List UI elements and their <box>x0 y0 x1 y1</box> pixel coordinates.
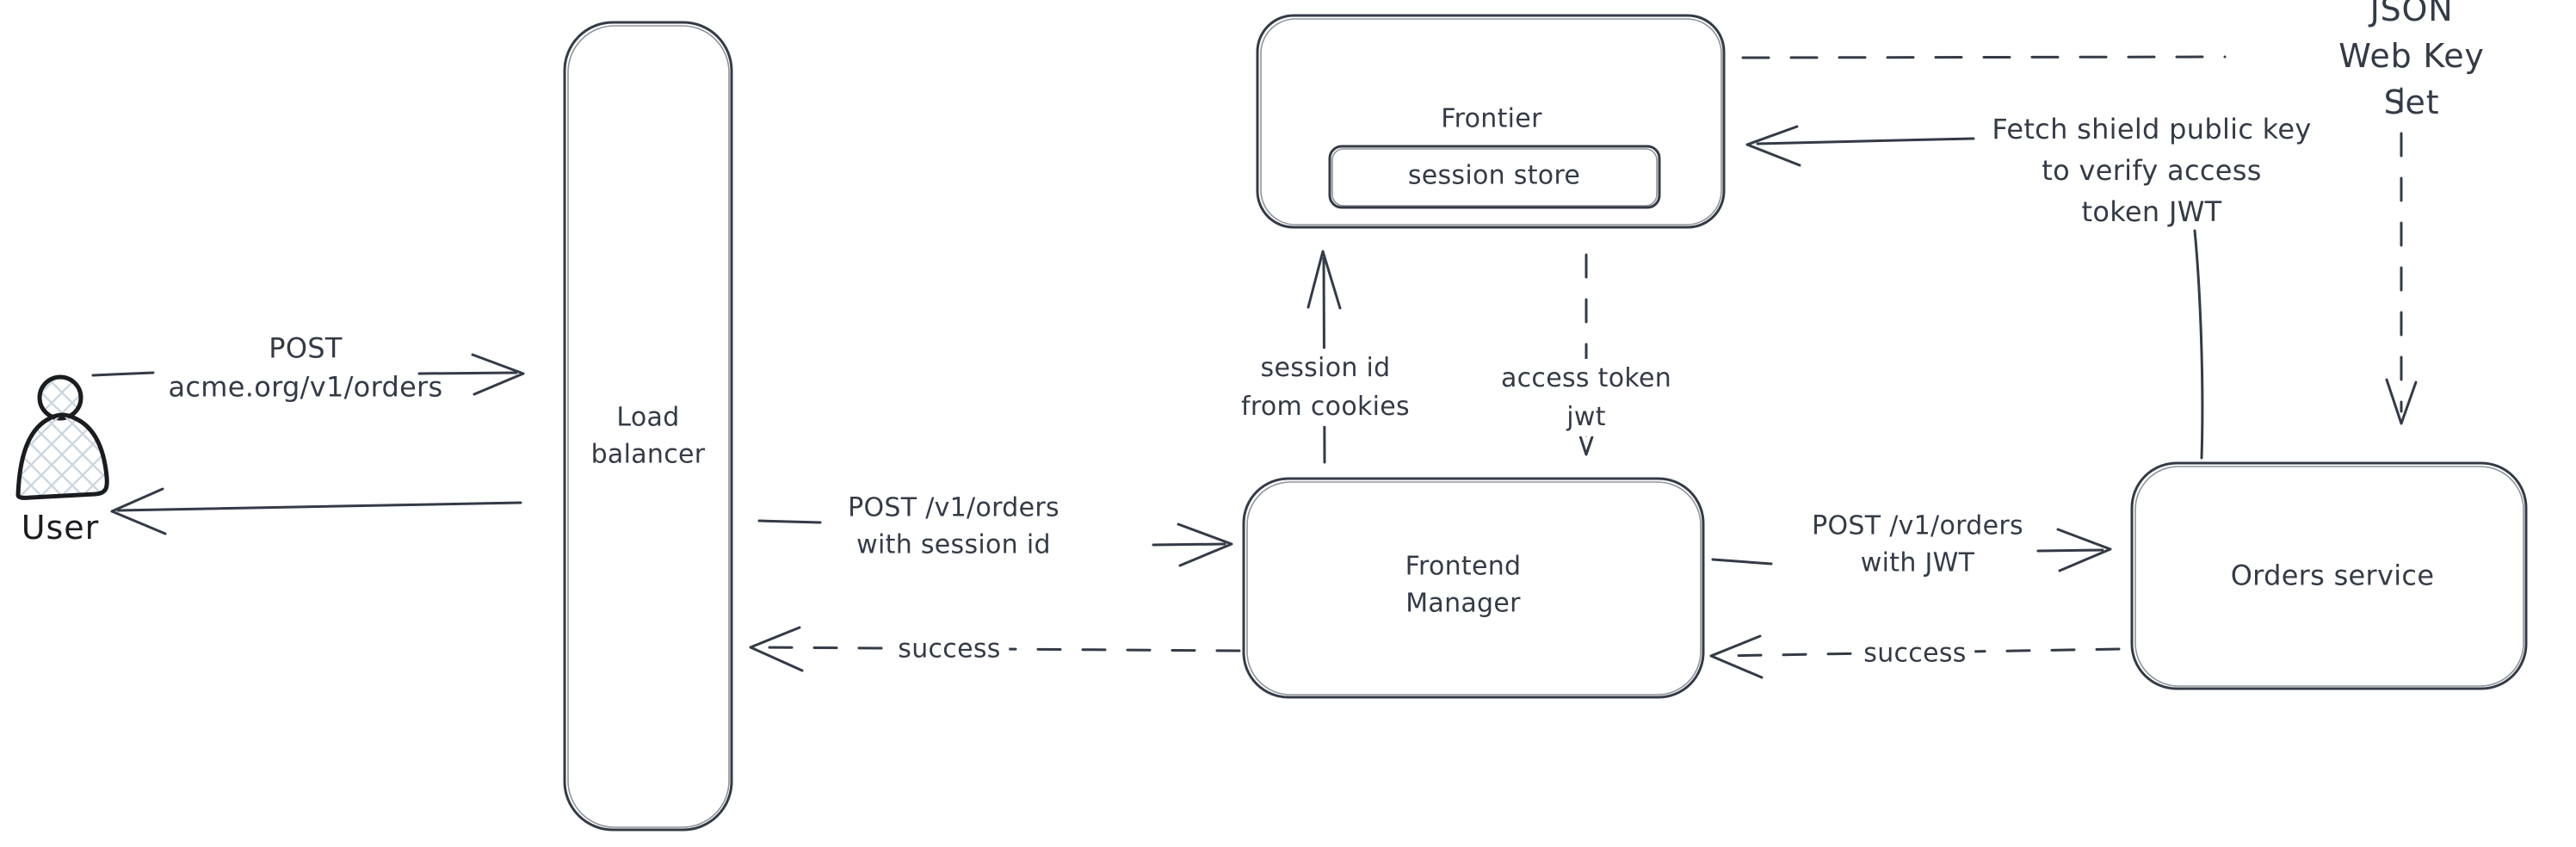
frontier-label: Frontier <box>1441 103 1542 134</box>
arrow-label-success-to-fm: success <box>1855 635 1975 673</box>
orders-service-label: Orders service <box>2230 559 2435 592</box>
user-label: User <box>21 509 100 547</box>
arrow-frontier-to-jwks <box>1741 55 2227 59</box>
person-icon <box>15 374 109 500</box>
load-balancer-label: Load balancer <box>590 402 706 469</box>
frontend-manager-node <box>1242 477 1705 699</box>
arrow-user-to-load-balancer <box>91 353 525 396</box>
arrow-load-balancer-to-frontend-manager <box>757 519 1233 567</box>
frontend-manager-label: Frontend Manager <box>1405 551 1522 618</box>
arrow-jwks-to-orders-service <box>2385 87 2418 425</box>
arrow-frontend-manager-to-orders-service <box>1711 528 2112 572</box>
arrow-label-post-acme: POST acme.org/v1/orders <box>168 331 443 404</box>
arrow-orders-service-to-frontier <box>1745 125 2204 460</box>
arrow-label-session-id-cookies: session id from cookies <box>1232 349 1418 426</box>
orders-service-node <box>2130 461 2528 690</box>
arrow-label-post-jwt: POST /v1/orders with JWT <box>1812 510 2023 578</box>
load-balancer-node <box>563 21 733 832</box>
arrow-label-post-session-id: POST /v1/orders with session id <box>848 492 1059 560</box>
arrow-label-access-token-jwt: access token jwt <box>1492 359 1681 436</box>
arrow-load-balancer-to-user <box>110 487 522 535</box>
session-store-node <box>1328 145 1661 209</box>
arrow-label-jwks: JSON Web Key Set <box>2338 0 2485 121</box>
session-store-label: session store <box>1407 160 1581 191</box>
arrow-label-fetch-public-key: Fetch shield public key to verify access… <box>1992 113 2312 228</box>
arrow-label-success-to-lb: success <box>889 631 1010 669</box>
